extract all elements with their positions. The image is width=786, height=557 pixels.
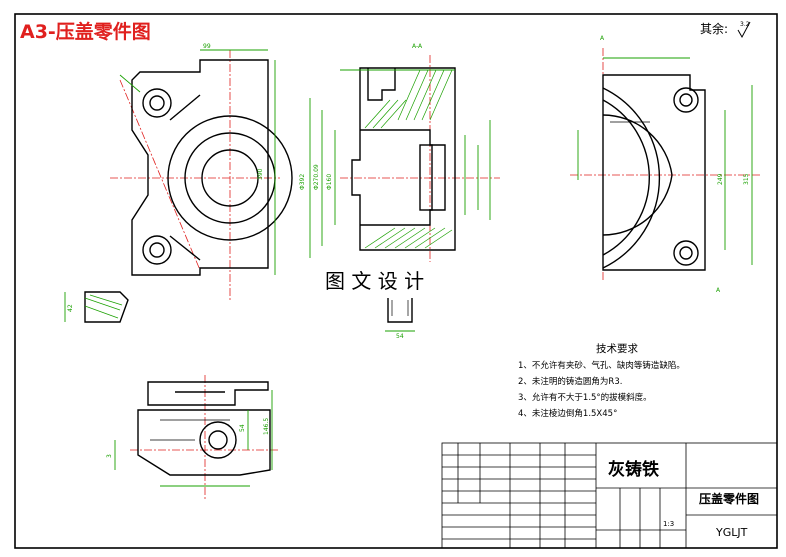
bottom-view: 54 146.5 3 <box>106 375 280 500</box>
drawing-code: YGLJT <box>715 526 748 539</box>
material-label: 灰铸铁 <box>608 459 659 480</box>
dim-top-front: 99 <box>203 43 211 50</box>
section-marker-bottom: A <box>716 287 721 294</box>
tech-item-3: 3、允许有不大于1.5°的拔模斜度。 <box>518 392 652 403</box>
dim-249: 249 <box>717 173 724 185</box>
drawing-title: A3-压盖零件图 <box>20 20 151 43</box>
tech-item-4: 4、未注棱边倒角1.5X45° <box>518 408 617 419</box>
tech-item-2: 2、未注明的铸造圆角为R3. <box>518 376 622 387</box>
dim-390: 390 <box>257 168 264 180</box>
section-marker-top: A <box>600 35 605 42</box>
technical-requirements: 技术要求 1、不允许有夹砂、气孔、缺肉等铸造缺陷。 2、未注明的铸造圆角为R3.… <box>518 342 685 419</box>
watermark: 图 文 设 计 <box>325 269 424 293</box>
dim-diameter-392: Φ392 <box>299 174 306 190</box>
watermark-bg <box>320 262 470 294</box>
dim-42: 42 <box>67 304 74 312</box>
tech-item-1: 1、不允许有夹砂、气孔、缺肉等铸造缺陷。 <box>518 360 685 371</box>
roughness-label: 其余: <box>700 21 728 36</box>
scale-value: 1:3 <box>663 520 674 528</box>
section-label: A-A <box>412 43 423 50</box>
dim-315: 315 <box>743 173 750 185</box>
tech-heading: 技术要求 <box>596 342 638 355</box>
side-view: A A 249 315 <box>570 35 760 294</box>
roughness-symbol-icon: 3.2 <box>737 21 751 39</box>
part-name: 压盖零件图 <box>699 491 759 506</box>
detail-section-left: 42 <box>64 291 129 323</box>
dim-3: 3 <box>106 454 113 458</box>
title-block: 灰铸铁 压盖零件图 YGLJT 1:3 <box>441 442 778 549</box>
section-view: Φ392 Φ270.09 Φ160 <box>299 55 500 275</box>
front-view: 390 99 <box>110 43 293 300</box>
dim-54-key: 54 <box>396 333 404 340</box>
dim-diameter-270: Φ270.09 <box>313 164 320 190</box>
dim-diameter-160: Φ160 <box>326 174 333 190</box>
dim-54: 54 <box>239 424 246 432</box>
sheet-border <box>14 13 778 549</box>
dim-146: 146.5 <box>263 418 270 435</box>
detail-key: 54 <box>385 298 415 340</box>
roughness-value: 3.2 <box>740 21 750 28</box>
